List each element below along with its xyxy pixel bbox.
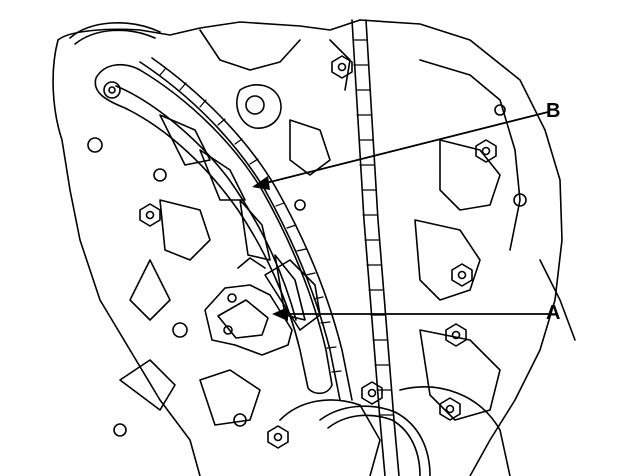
right-chain-strand — [351, 19, 400, 476]
chain-guide-arm — [94, 63, 333, 395]
chain-tensioner — [204, 257, 293, 356]
bolt-icon — [445, 323, 467, 347]
callout-label-a: A — [546, 302, 561, 324]
leader-lines — [252, 111, 549, 321]
casting-holes — [87, 95, 527, 437]
arrowhead-icon — [272, 307, 288, 321]
bolt-icon — [267, 425, 289, 449]
bolt-icon — [331, 55, 353, 79]
arrowhead-icon — [252, 176, 270, 190]
bolt-icon — [451, 263, 473, 287]
leader-line-b — [261, 111, 549, 185]
bolt-icon — [439, 397, 461, 421]
bolt-icon — [361, 381, 383, 405]
bolt-icon — [139, 203, 161, 227]
engine-block-outline — [52, 19, 576, 476]
bolt-heads — [139, 55, 497, 449]
callout-label-b: B — [546, 100, 561, 122]
upper-sprocket — [69, 22, 161, 45]
lower-sprocket — [319, 405, 431, 476]
bolt-icon — [475, 139, 497, 163]
